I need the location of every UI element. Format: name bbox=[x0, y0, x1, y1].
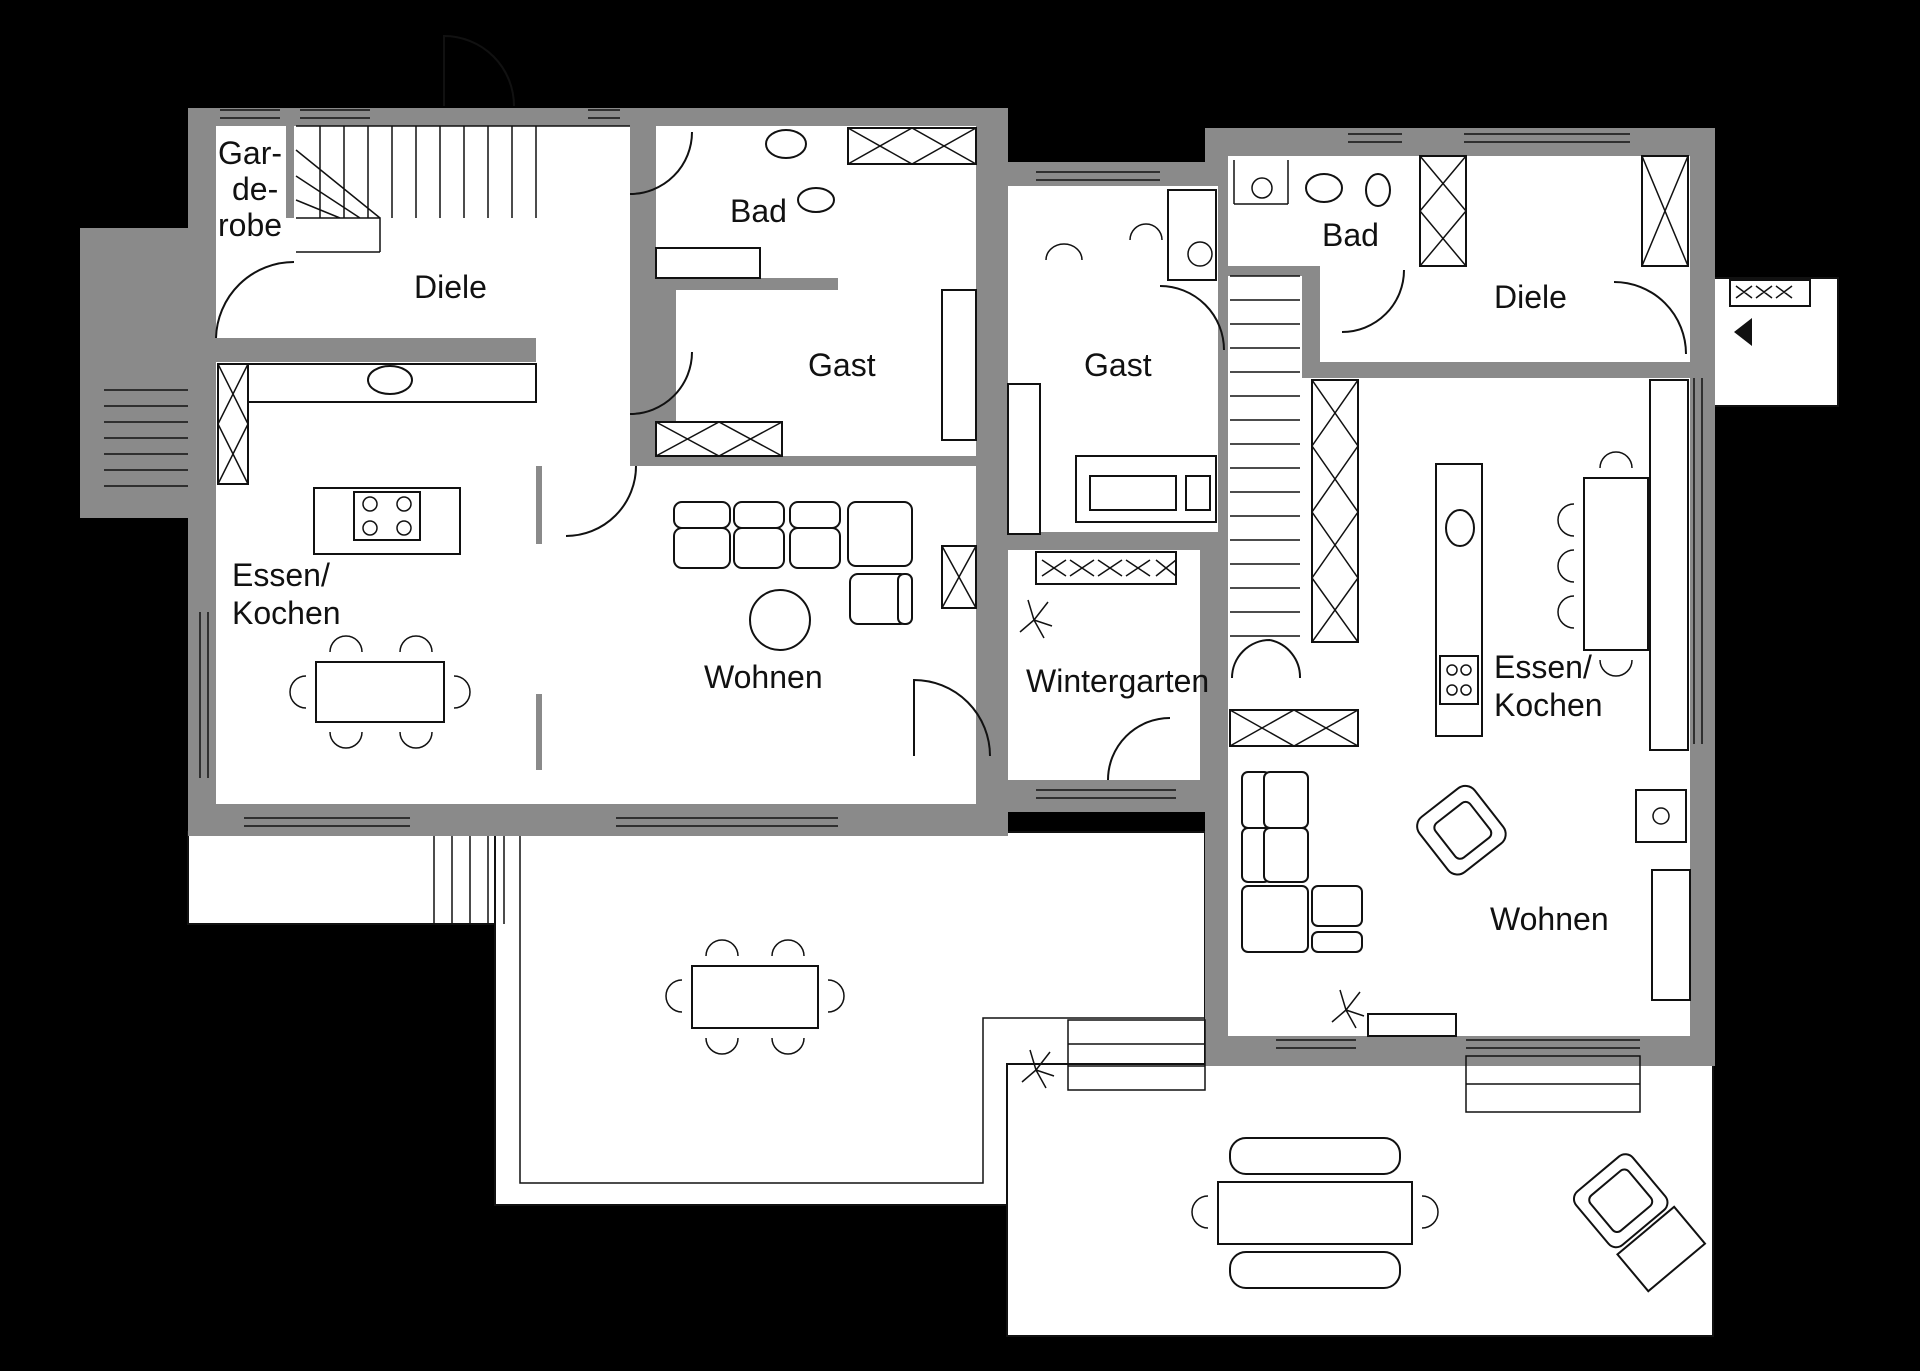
sideboard-right bbox=[1649, 379, 1689, 751]
label-garderobe-2: de- bbox=[232, 171, 278, 207]
label-wohnen-right: Wohnen bbox=[1490, 901, 1609, 937]
window-top-2 bbox=[300, 109, 370, 119]
doors bbox=[215, 34, 1687, 781]
label-essen-left-1: Essen/ bbox=[232, 557, 330, 593]
bad-left-sink bbox=[765, 129, 807, 159]
stair-terrace-right bbox=[1067, 1019, 1206, 1091]
dining-table-left bbox=[315, 661, 445, 723]
label-garderobe: Gar- de- robe bbox=[218, 135, 291, 243]
stairs bbox=[104, 125, 1641, 1113]
wardrobe-stair-side bbox=[1311, 379, 1359, 643]
window-right-bottom-2 bbox=[1466, 1039, 1640, 1049]
label-essen-right-2: Kochen bbox=[1494, 687, 1603, 723]
door-bad-right bbox=[1341, 269, 1405, 333]
door-diele-right bbox=[1613, 281, 1687, 355]
label-essen-left-2: Kochen bbox=[232, 595, 341, 631]
coffee-table-round bbox=[749, 589, 811, 651]
window-bottom-2 bbox=[616, 817, 838, 827]
furniture bbox=[217, 127, 1811, 1293]
bad-left-bathtub bbox=[655, 247, 761, 279]
label-wintergarten: Wintergarten bbox=[1026, 663, 1209, 699]
door-bad-left bbox=[629, 131, 693, 195]
tv-board-right bbox=[1651, 869, 1691, 1001]
door-main-entry bbox=[443, 34, 515, 107]
room-labels: Gar- de- robe Diele Bad Gast Essen/ Koch… bbox=[218, 135, 1609, 937]
window-right-side bbox=[1693, 378, 1703, 744]
label-essen-left: Essen/ Kochen bbox=[232, 557, 341, 631]
door-wohnen-winter bbox=[913, 678, 991, 757]
plant-icons bbox=[1019, 559, 1365, 1089]
kitchen-sink-left bbox=[367, 365, 413, 395]
label-garderobe-3: robe bbox=[218, 207, 282, 243]
floor-wintergarten bbox=[1008, 550, 1200, 780]
floor-diele-left bbox=[216, 218, 536, 338]
stair-terrace-right-2 bbox=[1465, 1055, 1641, 1113]
door-stair-bottom bbox=[1231, 639, 1302, 679]
window-top-3 bbox=[588, 109, 620, 119]
wardrobe-gast-left bbox=[655, 421, 783, 457]
bad-left-toilet bbox=[797, 187, 835, 213]
label-bad-left: Bad bbox=[730, 193, 787, 229]
winter-planter bbox=[1035, 551, 1177, 585]
door-entry-left bbox=[215, 261, 295, 339]
wardrobe-top-left-x bbox=[847, 127, 977, 165]
window-winter-bottom bbox=[1036, 789, 1176, 799]
gast-left-bed bbox=[941, 289, 977, 441]
label-diele-left: Diele bbox=[414, 269, 487, 305]
window-right-bottom-1 bbox=[1276, 1039, 1356, 1049]
dining-table-right bbox=[1583, 477, 1649, 651]
stair-top-left bbox=[295, 125, 630, 253]
label-gast-left: Gast bbox=[808, 347, 876, 383]
door-gast-left bbox=[629, 351, 693, 415]
wardrobe-gast-left-x bbox=[655, 421, 783, 457]
window-right-top-1 bbox=[1348, 133, 1402, 143]
dining-chairs-left bbox=[289, 635, 471, 749]
window-bottom-1 bbox=[244, 817, 410, 827]
window-top-1 bbox=[220, 109, 280, 119]
kitchen-cabinet-left-x bbox=[217, 363, 249, 485]
gast-mid-bed bbox=[1007, 383, 1041, 535]
terrace-table-left bbox=[691, 965, 819, 1029]
cooktop-left bbox=[353, 491, 421, 541]
window-right-top-2 bbox=[1464, 133, 1630, 143]
label-garderobe-1: Gar- bbox=[218, 135, 282, 171]
terrace-table-right bbox=[1217, 1181, 1413, 1245]
window-mid-top bbox=[1036, 171, 1160, 181]
terrace-left-strip bbox=[187, 831, 519, 925]
wall-entry-left bbox=[80, 228, 190, 518]
wardrobe-top-left bbox=[847, 127, 977, 165]
label-bad-right: Bad bbox=[1322, 217, 1379, 253]
terrace-inner-line bbox=[519, 832, 1205, 1184]
floor-corridor bbox=[536, 126, 630, 466]
label-gast-mid: Gast bbox=[1084, 347, 1152, 383]
door-winter-out bbox=[1107, 717, 1171, 781]
label-essen-right: Essen/ Kochen bbox=[1494, 649, 1603, 723]
label-diele-right: Diele bbox=[1494, 279, 1567, 315]
window-left-1 bbox=[199, 612, 209, 778]
wardrobe-stair-bottom bbox=[1229, 709, 1359, 747]
door-essen-wohnen bbox=[565, 465, 637, 537]
door-gast-mid bbox=[1159, 285, 1225, 351]
kitchen-cabinet-left bbox=[217, 363, 249, 485]
label-wohnen-left: Wohnen bbox=[704, 659, 823, 695]
stair-right bbox=[1230, 275, 1300, 637]
wardrobe-bad-right bbox=[1419, 155, 1467, 267]
stair-entry-left bbox=[104, 389, 188, 487]
entry-arrow-icon bbox=[1734, 318, 1752, 346]
windows bbox=[199, 109, 1703, 1049]
floor-essen-left bbox=[216, 362, 536, 804]
stair-terrace-left bbox=[433, 836, 505, 924]
label-essen-right-1: Essen/ bbox=[1494, 649, 1592, 685]
